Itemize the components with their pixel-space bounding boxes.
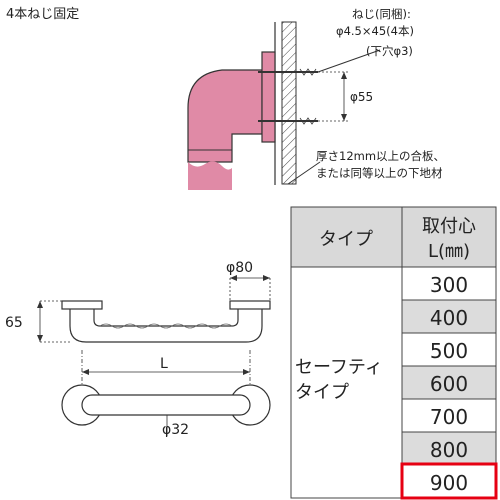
dim32-label: φ32 xyxy=(162,422,189,438)
dim80-arrow-left xyxy=(230,275,237,281)
bar-drawing: φ80 65 L φ32 xyxy=(5,260,271,438)
screw-leader xyxy=(317,49,381,73)
length-value: 700 xyxy=(430,405,468,429)
screw-thread-lower xyxy=(299,117,317,125)
bar-side-outer xyxy=(69,309,263,343)
spec-table: タイプ 取付心 L(㎜) セーフティ タイプ 300 400 500 600 7… xyxy=(290,206,498,500)
length-value: 300 xyxy=(430,273,468,297)
dim80-label: φ80 xyxy=(226,260,253,276)
header-length-line2: L(㎜) xyxy=(428,241,470,262)
board-note-line1: 厚さ12mm以上の合板、 xyxy=(316,149,445,163)
dim55-label: φ55 xyxy=(350,90,373,104)
dim80-arrow-right xyxy=(263,275,270,281)
length-value: 500 xyxy=(430,339,468,363)
board-leader xyxy=(287,161,321,185)
table-border xyxy=(290,206,497,499)
header-length-line1: 取付心 xyxy=(422,216,476,237)
screw-note-line2: φ4.5×45(4本) xyxy=(336,24,414,38)
header-type: タイプ xyxy=(319,229,373,250)
bar-side-inner xyxy=(93,309,239,327)
mount-title: 4本ねじ固定 xyxy=(6,7,79,22)
bracket-pipe xyxy=(187,69,263,163)
dimL-label: L xyxy=(160,356,168,372)
length-value: 800 xyxy=(430,438,468,462)
row-bg-400 xyxy=(402,300,496,333)
flange xyxy=(261,51,276,143)
dimL-arrow-right xyxy=(243,369,250,375)
type-line1: セーフティ xyxy=(295,357,383,378)
type-line2: タイプ xyxy=(295,382,349,403)
screw-thread-upper xyxy=(299,68,317,76)
dim65-label: 65 xyxy=(5,315,23,331)
length-value: 600 xyxy=(430,372,468,396)
dim55-arrow-bottom xyxy=(341,114,347,121)
flange-left-side xyxy=(61,300,103,310)
dim65-arrow-bottom xyxy=(37,335,43,342)
pipe-lower xyxy=(188,161,232,190)
length-value-highlighted: 900 xyxy=(430,471,468,495)
header-length-bg xyxy=(402,207,496,267)
board-note-line2: または同等以上の下地材 xyxy=(316,166,443,180)
screw-note-line1: ねじ(同梱): xyxy=(352,7,411,21)
row-bg-800 xyxy=(402,432,496,465)
wall-hatch xyxy=(281,21,297,185)
flange-right-side xyxy=(229,300,271,310)
dim55-arrow-top xyxy=(341,72,347,79)
dimL-arrow-left xyxy=(82,369,89,375)
length-value: 400 xyxy=(430,306,468,330)
highlight-box xyxy=(400,462,498,500)
bar-top-view xyxy=(81,394,251,416)
mount-detail: φ55 xyxy=(187,21,381,190)
row-bg-600 xyxy=(402,366,496,399)
bar-grip-texture xyxy=(99,323,233,329)
header-type-bg xyxy=(291,207,402,267)
screw-note-line3: (下穴φ3) xyxy=(366,44,413,58)
dim65-arrow-top xyxy=(37,301,43,308)
